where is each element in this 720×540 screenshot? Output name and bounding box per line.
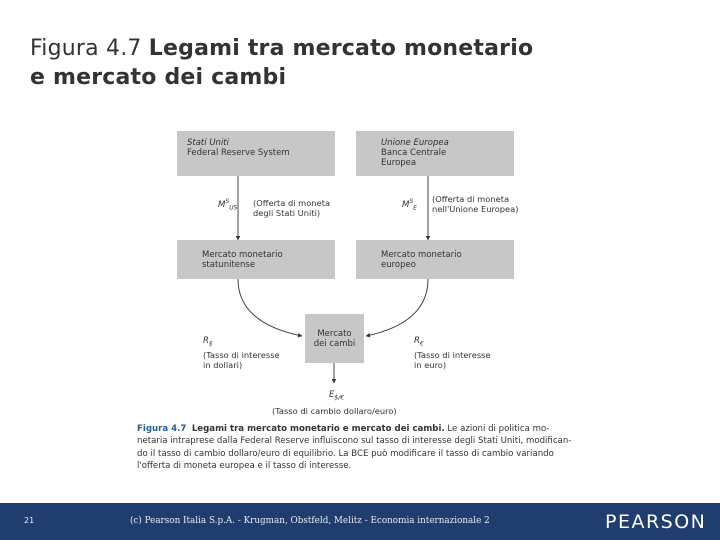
box-eu-money-line2: europeo <box>381 260 416 270</box>
copyright-text: (c) Pearson Italia S.p.A. - Krugman, Obs… <box>130 516 490 526</box>
us-rate-line1: (Tasso di interesse <box>203 350 280 360</box>
box-eu-money-line1: Mercato monetario <box>381 250 462 260</box>
caption-line2: netaria intraprese dalla Federal Reserve… <box>137 436 572 447</box>
us-supply-symbol-m: M <box>218 199 226 210</box>
us-rate-symbol-r: R <box>203 336 209 346</box>
box-fx-line1: Mercato <box>317 329 352 339</box>
figure-caption: Figura 4.7 Legami tra mercato monetario … <box>137 423 577 472</box>
fx-rate-symbol-e: E <box>329 390 335 400</box>
box-eu-ecb-line3: Europea <box>381 158 417 168</box>
eu-supply-line2: nell'Unione Europea) <box>432 204 519 214</box>
eu-rate-symbol-r: R <box>414 336 420 346</box>
caption-lead: Figura 4.7 <box>137 424 187 434</box>
arrow-us-money-to-fx <box>237 278 303 338</box>
box-us-fed-line2: Federal Reserve System <box>187 148 290 158</box>
eu-supply-sub: E <box>413 204 417 212</box>
us-rate-label: (Tasso di interesse in dollari) <box>203 350 280 370</box>
box-us-money-line2: statunitense <box>202 260 256 270</box>
arrow-eu-money-to-fx <box>365 278 429 338</box>
us-supply-sup: S <box>225 198 230 205</box>
eu-supply-line1: (Offerta di moneta <box>432 194 510 204</box>
box-eu-ecb-line2: Banca Centrale <box>381 148 447 158</box>
box-eu-ecb: Unione Europea Banca Centrale Europea <box>356 131 514 176</box>
eu-supply-label: (Offerta di moneta nell'Unione Europea) <box>432 194 518 214</box>
us-supply-symbol: MSUS <box>218 198 237 212</box>
eu-rate-line1: (Tasso di interesse <box>414 350 491 360</box>
caption-line1: Figura 4.7 Legami tra mercato monetario … <box>137 423 577 435</box>
box-eu-money: Mercato monetario europeo <box>356 240 514 279</box>
box-us-money: Mercato monetario statunitense <box>177 240 335 279</box>
caption-line4: l'offerta di moneta europea e il tasso d… <box>137 460 352 471</box>
pearson-logo: PEARSON <box>605 511 707 533</box>
us-rate-sub: $ <box>208 340 213 348</box>
eu-supply-symbol: MSE <box>402 198 417 212</box>
title-bold-line2: e mercato dei cambi <box>30 65 287 90</box>
caption-line1-rest: Le azioni di politica mo- <box>444 424 550 434</box>
eu-rate-label: (Tasso di interesse in euro) <box>414 350 491 370</box>
box-us-fed-line1: Stati Uniti <box>187 138 229 148</box>
box-eu-ecb-line1: Unione Europea <box>381 138 449 148</box>
eu-supply-sup: S <box>409 198 414 205</box>
eu-supply-symbol-m: M <box>402 199 410 210</box>
eu-rate-line2: in euro) <box>414 360 447 370</box>
page-number: 21 <box>24 516 35 525</box>
fx-rate-label: (Tasso di cambio dollaro/euro) <box>272 406 397 416</box>
fx-rate-line1: (Tasso di cambio dollaro/euro) <box>272 406 397 416</box>
box-fx: Mercato dei cambi <box>305 314 364 363</box>
box-us-money-line1: Mercato monetario <box>202 250 283 260</box>
footer-bar: 21 (c) Pearson Italia S.p.A. - Krugman, … <box>0 503 720 540</box>
title-bold-line1: Legami tra mercato monetario <box>148 36 534 61</box>
us-supply-label: (Offerta di moneta degli Stati Uniti) <box>253 198 330 218</box>
us-supply-sub: US <box>229 204 238 212</box>
caption-line3: do il tasso di cambio dollaro/euro di eq… <box>137 448 554 459</box>
fx-rate-sub: $/€ <box>334 394 345 402</box>
slide-title: Figura 4.7 Legami tra mercato monetario … <box>30 34 650 92</box>
us-supply-line2: degli Stati Uniti) <box>253 208 321 218</box>
title-prefix: Figura 4.7 <box>30 36 149 61</box>
us-rate-symbol: R$ <box>203 336 213 348</box>
eu-rate-symbol: R€ <box>414 336 424 348</box>
fx-rate-symbol: E$/€ <box>329 390 344 402</box>
caption-head: Legami tra mercato monetario e mercato d… <box>191 424 445 434</box>
box-fx-line2: dei cambi <box>313 339 356 349</box>
eu-rate-sub: € <box>419 340 424 348</box>
box-us-fed: Stati Uniti Federal Reserve System <box>177 131 335 176</box>
us-rate-line2: in dollari) <box>203 360 243 370</box>
us-supply-line1: (Offerta di moneta <box>253 198 331 208</box>
